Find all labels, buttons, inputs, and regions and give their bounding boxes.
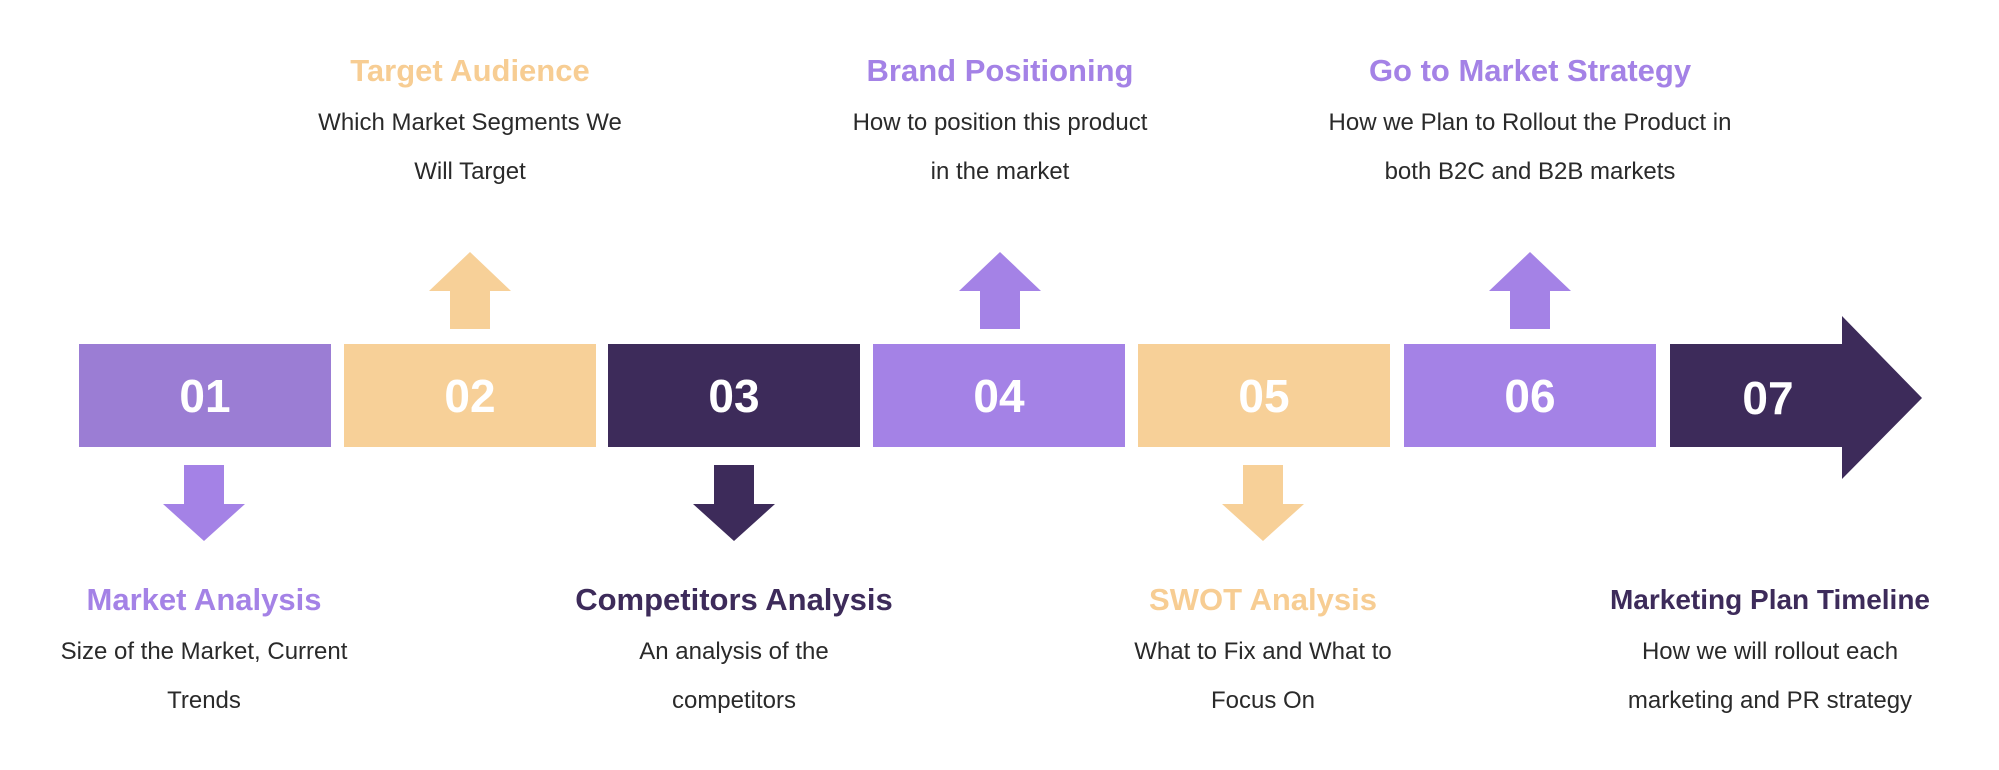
step-box-06: 06 bbox=[1404, 344, 1656, 447]
arrow-down-icon bbox=[1222, 465, 1304, 541]
step-title: Market Analysis bbox=[86, 582, 322, 617]
step-title: Target Audience bbox=[350, 53, 590, 88]
step-title: Marketing Plan Timeline bbox=[1609, 584, 1931, 615]
step-title: Go to Market Strategy bbox=[1368, 53, 1692, 88]
step-box-05: 05 bbox=[1138, 344, 1390, 447]
step-box-03: 03 bbox=[608, 344, 860, 447]
step-number: 01 bbox=[179, 369, 231, 422]
description-line: Size of the Market, Current bbox=[60, 638, 348, 665]
arrow-down-icon bbox=[163, 465, 245, 541]
description-line: Focus On bbox=[1210, 687, 1316, 714]
step-label-competitors-analysis: Competitors Analysis An analysis of the co… bbox=[514, 581, 954, 725]
description-line: competitors bbox=[671, 687, 797, 714]
step-title: Brand Positioning bbox=[866, 53, 1134, 88]
arrow-down-icon bbox=[693, 465, 775, 541]
step-title: SWOT Analysis bbox=[1149, 582, 1377, 617]
description-line: Will Target bbox=[414, 158, 526, 185]
description-line: How to position this product bbox=[852, 109, 1148, 136]
step-description: An analysis of the competitors bbox=[514, 627, 954, 725]
arrow-up-icon bbox=[1489, 252, 1571, 329]
step-box-04: 04 bbox=[873, 344, 1125, 447]
step-number: 03 bbox=[708, 369, 760, 422]
step-number: 02 bbox=[444, 369, 496, 422]
description-line: What to Fix and What to bbox=[1134, 638, 1392, 665]
step-number: 06 bbox=[1504, 369, 1556, 422]
step-description: How we will rollout each marketing and PR… bbox=[1550, 627, 1990, 725]
step-number: 05 bbox=[1238, 369, 1290, 422]
description-line: both B2C and B2B markets bbox=[1384, 158, 1676, 185]
arrow-up-icon bbox=[959, 252, 1041, 329]
step-number: 04 bbox=[973, 369, 1025, 422]
step-number: 07 bbox=[1742, 372, 1793, 424]
step-box-01: 01 bbox=[79, 344, 331, 447]
step-description: How we Plan to Rollout the Product in bot… bbox=[1310, 98, 1750, 196]
step-description: How to position this product in the marke… bbox=[780, 98, 1220, 196]
description-line: in the market bbox=[930, 158, 1070, 185]
description-line: Trends bbox=[167, 687, 241, 714]
description-line: How we Plan to Rollout the Product in bbox=[1328, 109, 1732, 136]
description-line: Which Market Segments We bbox=[318, 109, 622, 136]
description-line: marketing and PR strategy bbox=[1627, 687, 1913, 714]
step-box-02: 02 bbox=[344, 344, 596, 447]
step-description: What to Fix and What to Focus On bbox=[1043, 627, 1483, 725]
step-description: Which Market Segments We Will Target bbox=[250, 98, 690, 196]
step-final-arrow-07 bbox=[1670, 316, 1922, 479]
description-line: An analysis of the bbox=[639, 638, 829, 665]
step-title: Competitors Analysis bbox=[575, 582, 893, 617]
arrow-up-icon bbox=[429, 252, 511, 329]
description-line: How we will rollout each bbox=[1641, 638, 1899, 665]
